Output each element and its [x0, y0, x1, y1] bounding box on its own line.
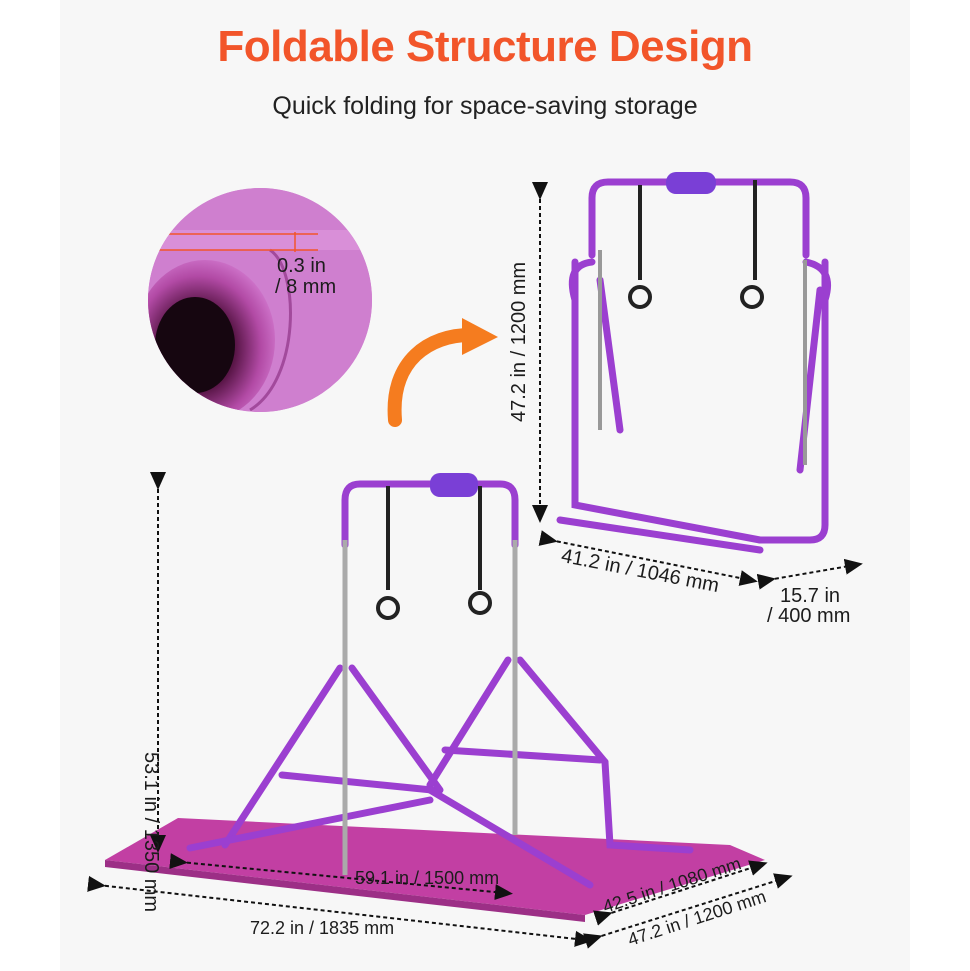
folded-depth-in-label: 15.7 in: [780, 585, 841, 607]
mat-thickness-mm: / 8 mm: [275, 276, 337, 298]
base-width-label: 59.1 in / 1500 mm: [355, 868, 500, 888]
mat-length-label: 72.2 in / 1835 mm: [250, 918, 395, 938]
unfolded-frame: [186, 480, 694, 889]
folded-depth-mm-label: / 400 mm: [767, 605, 851, 627]
mat-thickness-in: 0.3 in: [277, 255, 326, 277]
page-subtitle: Quick folding for space-saving storage: [272, 92, 698, 120]
foam-grip: [666, 172, 716, 194]
folded-height-label: 47.2 in / 1200 mm: [508, 261, 530, 422]
unfolded-height-label: 53.1 in / 1350 mm: [140, 752, 162, 913]
fold-arrow-icon: [387, 328, 477, 427]
dimension-lines: [87, 182, 863, 949]
foam-grip: [430, 473, 478, 497]
page-title: Foldable Structure Design: [217, 22, 753, 71]
mat-thickness-detail: [148, 188, 372, 412]
